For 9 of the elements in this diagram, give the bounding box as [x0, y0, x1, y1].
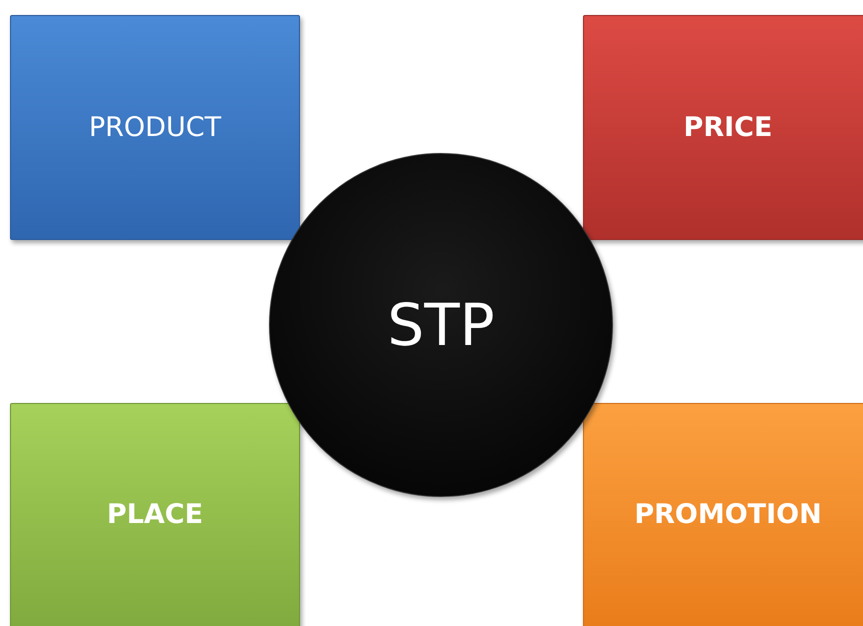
node-label: PRODUCT [88, 112, 222, 143]
node-label: PRICE [684, 112, 772, 143]
node-label: PROMOTION [634, 499, 822, 530]
category-box [583, 15, 863, 240]
category-box [10, 403, 300, 626]
category-box [10, 15, 300, 240]
category-box [583, 403, 863, 626]
node-label: PLACE [106, 499, 204, 530]
node-label: STP [387, 291, 495, 359]
